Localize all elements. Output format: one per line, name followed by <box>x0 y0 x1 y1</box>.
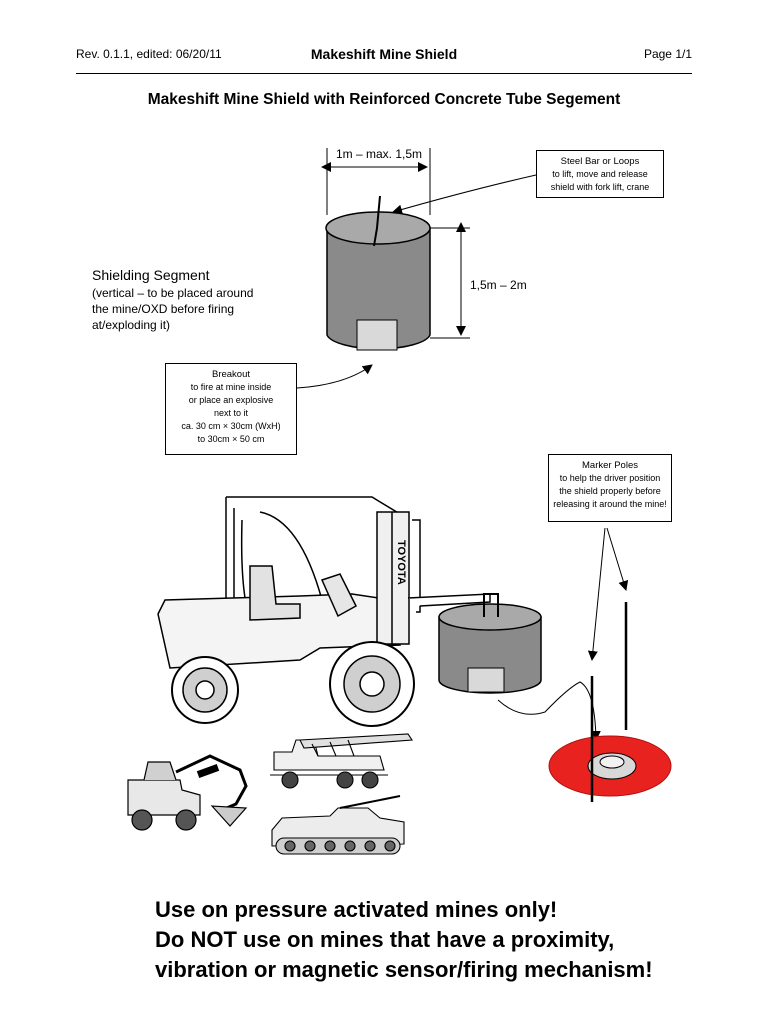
armored-vehicle-drawing <box>271 795 405 855</box>
document-title: Makeshift Mine Shield with Reinforced Co… <box>147 91 621 108</box>
shielding-segment-title: Shielding Segment <box>92 267 210 283</box>
callout-line: to fire at mine inside <box>190 382 272 392</box>
warning-line: Use on pressure activated mines only! <box>155 897 558 922</box>
revision-info: Rev. 0.1.1, edited: 06/20/11 <box>76 47 222 61</box>
forklift-brand: TOYOTA <box>395 540 407 585</box>
crane-truck-drawing <box>270 733 413 789</box>
callout-line: releasing it around the mine! <box>553 499 667 509</box>
steel-bar-callout: Steel Bar or Loops to lift, move and rel… <box>536 150 664 198</box>
segment-line: (vertical – to be placed around <box>92 286 254 300</box>
width-dimension <box>321 148 431 215</box>
height-dimension <box>430 222 470 339</box>
callout-line: shield with fork lift, crane <box>550 182 650 192</box>
width-dimension-label: 1m – max. 1,5m <box>336 147 423 161</box>
usage-warning: Use on pressure activated mines only! Do… <box>155 895 653 985</box>
page-number: Page 1/1 <box>643 47 692 61</box>
breakout-callout: Breakout to fire at mine inside or place… <box>165 363 297 455</box>
warning-line: Do NOT use on mines that have a proximit… <box>155 927 615 952</box>
marker-poles-callout: Marker Poles to help the driver position… <box>548 454 672 522</box>
callout-line: the shield properly before <box>559 486 661 496</box>
callout-line: to lift, move and release <box>552 169 648 179</box>
marker-poles <box>587 527 629 802</box>
shield-on-fork <box>438 593 542 694</box>
header-divider <box>76 73 692 74</box>
callout-line: or place an explosive <box>188 395 274 405</box>
excavator-drawing <box>127 754 248 831</box>
shield-cylinder <box>325 195 431 351</box>
height-dimension-label: 1,5m – 2m <box>470 278 527 292</box>
callout-arrows <box>296 174 537 389</box>
steel-loop <box>373 195 381 247</box>
marker-poles-callout-title: Marker Poles <box>582 460 638 471</box>
breakout-callout-title: Breakout <box>211 369 251 380</box>
steel-bar-callout-title: Steel Bar or Loops <box>560 156 640 167</box>
callout-line: ca. 30 cm × 30cm (WxH) <box>181 421 281 431</box>
shielding-segment-description: (vertical – to be placed around the mine… <box>92 285 292 333</box>
callout-line: to help the driver position <box>559 473 661 483</box>
segment-line: at/exploding it) <box>92 318 171 332</box>
mine-zone <box>548 735 672 797</box>
header-title: Makeshift Mine Shield <box>310 46 458 62</box>
segment-line: the mine/OXD before firing <box>92 302 235 316</box>
callout-line: to 30cm × 50 cm <box>197 434 265 444</box>
breakout-window <box>356 319 398 351</box>
callout-line: next to it <box>213 408 249 418</box>
warning-line: vibration or magnetic sensor/firing mech… <box>155 957 653 982</box>
forklift-drawing <box>157 496 491 727</box>
